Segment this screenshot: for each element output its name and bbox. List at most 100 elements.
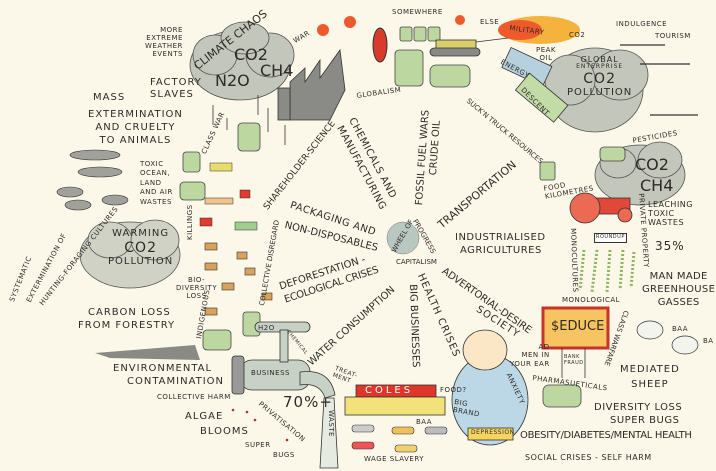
warming-line: CO2 [124,239,157,256]
roundup-label: Roundup [594,233,627,243]
greenhouse-label: Man MadeGreenhouseGasses [642,270,715,309]
cloud-co2: CO2 [234,45,268,64]
extermination-label: Extermination and Cruelty to Animals [88,108,183,147]
ad-men-line: Your Ear [510,359,550,368]
toxic-line: Ocean, [140,169,171,178]
greenhouse-line: Gasses [657,297,700,308]
litter [199,162,258,231]
super-bugs-line: Bugs [273,450,295,459]
cloud-ch4: CH4 [260,61,294,80]
fire-explosions [317,15,580,44]
algae-dots [231,408,289,442]
global-cloud-label: Global Enterprise CO2 Pollution [567,55,632,99]
weather-line: Events [152,50,183,59]
global-line: CO2 [583,71,616,88]
toxic-line: and Air [140,188,173,197]
warming-line: Pollution [108,255,174,267]
leaching-line: Leaching [648,200,693,209]
global-line: Global [580,55,619,64]
super-bugs-line: Super [245,441,271,449]
algae-line: Blooms [200,425,249,437]
h2o-label: H2O [258,324,275,332]
spoke-industrialised: Industrialised [455,232,546,243]
toxic-line: Wastes [140,197,172,206]
factory-slaves-line: Slaves [150,88,194,100]
cloud2-co2: CO2 [635,155,669,174]
global-line: Pollution [567,87,633,99]
carbon-loss-line: Carbon Loss [88,307,171,318]
global-line: Enterprise [576,63,624,71]
baa-label: Baa [672,325,689,333]
warming-line: Warming [112,228,170,239]
algae-line: Algae [185,411,224,422]
ad-men-line: Ad [538,343,550,351]
cloud-climate [189,21,295,101]
cloud2-ch4: CH4 [640,176,674,195]
carbon-loss-line: From Forestry [78,320,176,331]
greenhouse-line: Greenhouse [642,284,716,295]
tourism-label: Tourism [655,32,691,40]
somewhere-label: Somewhere [392,8,443,16]
toxic-wastes-label: ToxicOcean,Landand AirWastes [140,160,173,207]
weather-events-label: MoreExtremeWeatherEvents [145,26,183,58]
env-line: Environmental [113,363,213,374]
ad-men-line: Men in [521,351,550,360]
biodiversity-line: Diversity [176,284,218,293]
bank-fraud-line: Bank [564,354,580,360]
peak-oil-line: Oil [539,54,553,63]
factory-drawing [277,48,346,121]
contamination-spill [95,345,200,360]
factory-slaves-line: Factory [150,77,202,88]
planes [620,44,698,116]
indulgence-label: Indulgence [616,20,668,28]
bomb-drawing [372,27,388,63]
monoculture-crops [578,249,636,293]
tractor-drawing [569,192,633,224]
tank-drawing [429,37,509,57]
baa-cars-label: Baa [416,418,433,426]
bank-fraud-label: BankFraud [564,354,584,367]
factory-slaves-figures [212,95,286,145]
biodiversity-loss-label: Bio-DiversityLoss [176,276,217,300]
super-bugs-left-label: SuperBugs [245,441,295,461]
wheel-hub [386,221,420,255]
factory-slaves-label: FactorySlaves [150,77,202,100]
carbon-loss-label: Carbon LossFrom Forestry [78,306,175,332]
leaching-line: Toxic [648,209,675,219]
depression-label: Depression [471,429,515,436]
algae-blooms-label: AlgaeBlooms [185,410,249,439]
seventy-percent-label: 70%+ [283,393,333,411]
tap-drawing [231,321,339,469]
mediated-line: Mediated [620,364,680,375]
extermination-line: and Cruelty [95,122,176,133]
sheep-drawing [636,320,699,355]
weather-line: Extreme [146,34,183,43]
obesity-label: Obesity/Diabetes/Mental Health [520,430,692,441]
coles-store [344,384,446,416]
cloud-warming [79,219,181,289]
peak-oil-line: Peak [536,46,557,54]
wage-slavery-label: Wage Slavery [364,455,425,463]
else-label: Else [480,18,500,26]
environmental-contamination-label: EnvironmentalContamination [113,362,224,388]
tree-stumps [204,242,273,316]
peak-oil-label: PeakOil [536,46,556,62]
collective-harm-label: Collective Harm [157,393,231,401]
mediated-sheep-label: MediatedSheep [620,362,680,392]
extermination-line: Extermination [88,109,183,120]
extermination-line: to Animals [99,135,172,146]
hub-capitalism-label: Capitalism [396,258,437,266]
biodiversity-line: Bio- [187,276,206,284]
waste-label: Waste [327,410,335,437]
seduce-billboard [541,306,610,378]
weather-line: More [160,26,183,34]
business-tap-label: Business [251,369,290,377]
spoke-agricultures: Agricultures [460,245,542,256]
coles-sign: Coles [365,385,414,396]
animals-fish [56,149,129,211]
toxic-line: Toxic [140,160,164,168]
leaching-line: Wastes [648,218,685,228]
trucks-drawing [501,46,569,123]
env-line: Contamination [127,376,225,387]
